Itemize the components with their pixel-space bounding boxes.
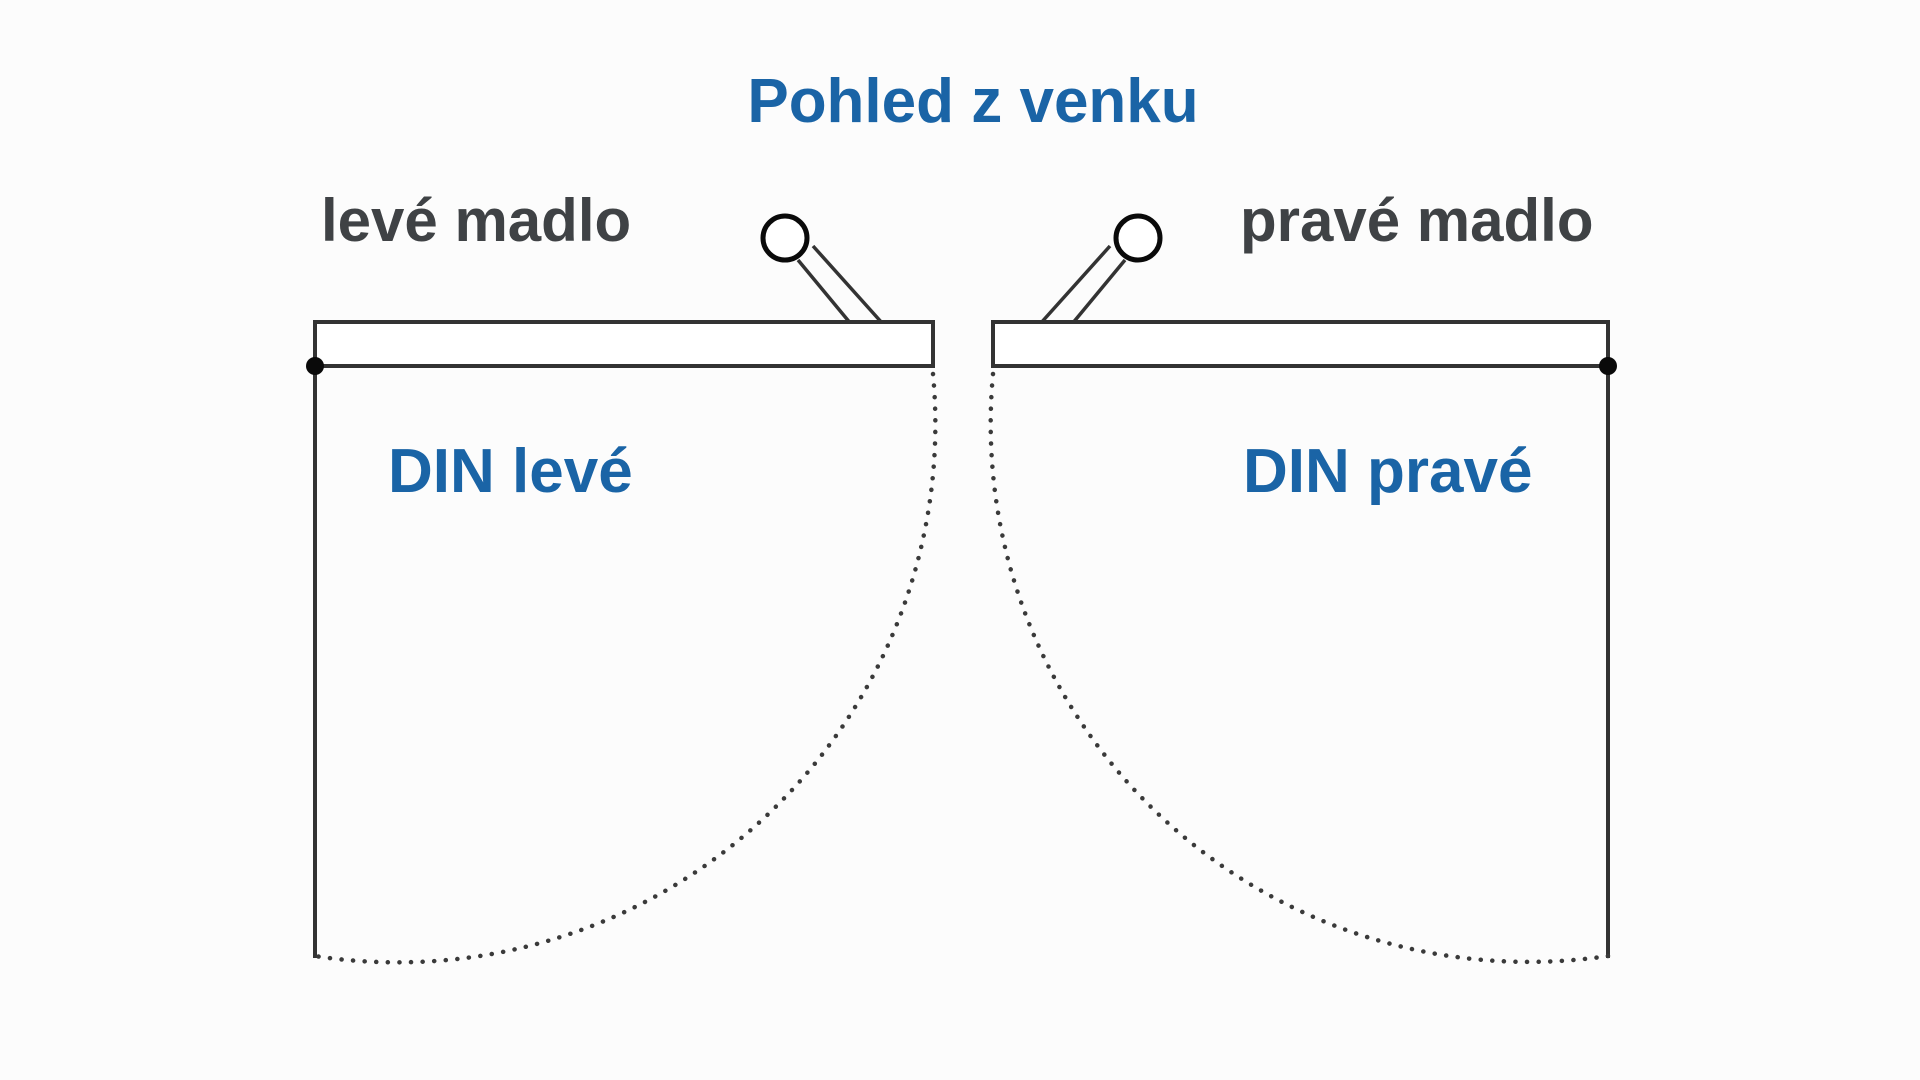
left-swing-arc — [312, 371, 938, 965]
left-door-leaf — [313, 320, 935, 368]
right-handle-lever — [1038, 244, 1112, 326]
right-hinge-dot — [1599, 357, 1617, 375]
left-handle-knob-icon — [760, 213, 810, 263]
left-handle-lever — [796, 258, 853, 326]
right-door-diagram — [988, 213, 1617, 965]
left-door-diagram — [306, 213, 938, 965]
right-din-label: DIN pravé — [1243, 437, 1533, 506]
right-door-leaf — [991, 320, 1610, 368]
right-swing-arc — [988, 371, 1611, 965]
left-hinge-dot — [306, 357, 324, 375]
left-handle-lever — [811, 244, 885, 326]
right-handle-label: pravé madlo — [1240, 187, 1594, 254]
right-handle-knob-icon — [1113, 213, 1163, 263]
right-handle-lever — [1070, 258, 1127, 326]
left-handle-label: levé madlo — [321, 187, 632, 254]
diagram-title: Pohled z venku — [747, 67, 1199, 136]
left-din-label: DIN levé — [388, 437, 633, 506]
